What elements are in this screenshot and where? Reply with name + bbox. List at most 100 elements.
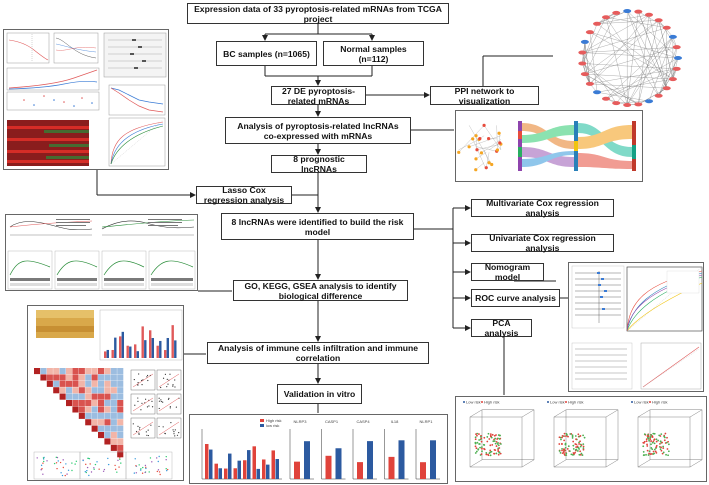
pca-point: [496, 438, 499, 440]
regression-line: [158, 421, 180, 436]
validation-bar: [275, 459, 279, 479]
scatter-point: [147, 379, 149, 382]
lasso-figure-panel: [3, 29, 169, 170]
ppi-network: [578, 9, 682, 107]
ppi-node: [612, 101, 621, 106]
heatmap-cell: [40, 374, 47, 381]
pca-point: [479, 435, 482, 438]
boxplot-point: [141, 472, 144, 474]
pca-point: [569, 433, 572, 435]
pca-point: [489, 433, 492, 436]
pca-point: [653, 448, 656, 451]
validation-bar: [228, 453, 232, 479]
scatter-point: [138, 432, 140, 434]
svg-text:High risk: High risk: [568, 400, 584, 405]
heatmap-cell: [117, 444, 124, 451]
heatmap-cell: [91, 374, 98, 381]
pca-point: [480, 453, 483, 456]
ppi-node: [674, 56, 682, 60]
boxplot-point: [140, 468, 142, 470]
scatter-point: [164, 432, 166, 434]
pca-point: [489, 449, 492, 452]
pca-point: [579, 450, 582, 453]
boxplot-point: [149, 457, 152, 459]
boxplot-point: [60, 472, 62, 474]
scatter-point: [137, 382, 139, 384]
svg-text:Low risk: Low risk: [466, 400, 481, 405]
pca-scatter-plots: Low risk High risk Low risk High risk Lo…: [463, 400, 703, 468]
ppi-node: [578, 61, 587, 66]
scatter-point: [138, 373, 140, 375]
heatmap-cell: [59, 368, 66, 375]
boxplot-point: [155, 457, 158, 459]
boxplot-point: [56, 467, 58, 470]
pca-point: [660, 433, 663, 435]
immune-bar: [104, 351, 107, 358]
pca-point: [559, 436, 562, 439]
ppi-node: [668, 77, 677, 82]
pca-point: [646, 435, 649, 437]
pca-point: [478, 443, 480, 445]
boxplot-point: [158, 471, 161, 473]
lnc-edge: [475, 152, 487, 160]
boxplot-point: [57, 460, 59, 462]
heatmap-cell: [85, 400, 92, 407]
pca-point: [474, 438, 477, 441]
boxplot-frame: [125, 451, 173, 480]
heatmap-cell: [104, 432, 111, 439]
pca-point: [662, 447, 665, 450]
ppi-node: [662, 86, 671, 91]
pca-point: [566, 434, 568, 436]
lnc-edge: [489, 142, 500, 150]
heatmap-cell: [104, 400, 111, 407]
immune-bar: [121, 331, 124, 358]
heatmap-cell: [66, 400, 73, 407]
pca-point: [667, 443, 670, 446]
validation-bar: [224, 468, 228, 479]
gene-label: IL18: [391, 419, 400, 424]
pca-point: [578, 453, 581, 456]
enrichment-box: GO, KEGG, GSEA analysis to identify biol…: [233, 280, 408, 301]
scatter-point: [141, 402, 143, 404]
pca-point: [561, 434, 564, 437]
pca-point: [474, 442, 477, 445]
scatter-point: [173, 431, 175, 433]
boxplot-point: [158, 455, 160, 458]
pca-point: [495, 452, 498, 455]
boxplot-point: [42, 473, 44, 475]
pca-point: [661, 452, 664, 455]
pca-point: [497, 444, 500, 447]
legend-swatch-low: [260, 424, 264, 427]
boxplot-point: [66, 473, 68, 475]
heatmap-cell: [91, 425, 98, 432]
pca-point: [574, 443, 577, 445]
nomogram-box: Nomogram model: [471, 262, 544, 282]
immune-bar: [166, 337, 169, 358]
pca-point: [497, 449, 499, 451]
lnc-edge: [483, 149, 490, 163]
boxplot-point: [82, 459, 84, 462]
immune-bar: [111, 349, 114, 358]
de-mrnas-box: 27 DE pyroptosis-related mRNAs: [271, 86, 366, 106]
normal-samples-box: Normal samples (n=112): [323, 41, 424, 66]
ppi-node: [672, 66, 681, 71]
scatter-point: [134, 404, 136, 406]
pca-point: [574, 451, 576, 454]
pca-point: [571, 453, 574, 456]
heatmap-cell: [104, 419, 111, 426]
lnc-node: [487, 137, 491, 141]
pca-point: [659, 448, 662, 451]
boxplot-point: [107, 457, 109, 460]
pca-point: [476, 441, 479, 444]
boxplot-point: [165, 455, 167, 458]
gene-label: CASP1: [325, 419, 339, 424]
pca-point: [490, 436, 493, 439]
pca-point: [575, 446, 578, 448]
pca-point: [493, 448, 496, 451]
scatter-point: [147, 429, 149, 431]
pca-box: PCA analysis: [471, 318, 532, 338]
pca-cube: [553, 409, 619, 468]
gene-label: NLRP1: [420, 419, 434, 424]
heatmap-cell: [46, 374, 53, 381]
boxplot-point: [107, 463, 110, 466]
